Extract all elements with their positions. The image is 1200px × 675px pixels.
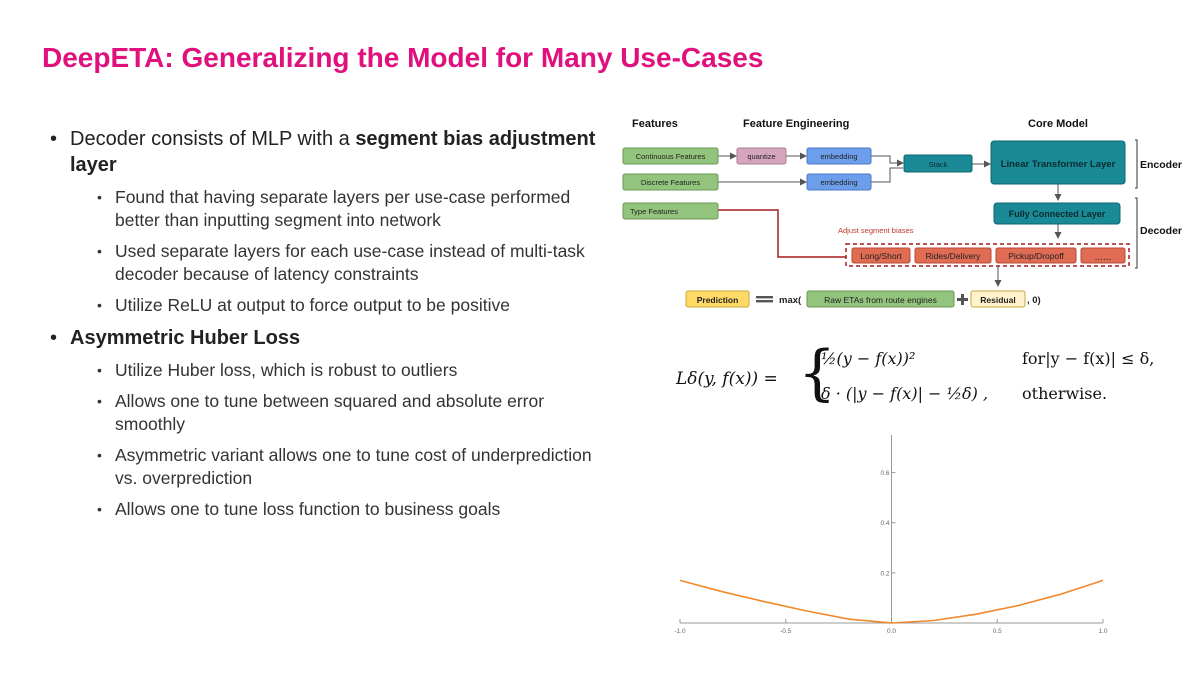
bullet-huber: • Asymmetric Huber Loss <box>50 325 610 351</box>
discrete-features-label: Discrete Features <box>641 178 700 187</box>
chart-ticks: -1.0 -0.5 0.0 0.5 1.0 0.2 0.4 0.6 <box>674 470 1107 635</box>
max-close: , 0) <box>1027 295 1041 306</box>
x-tick-label: -1.0 <box>674 628 686 635</box>
bullet-decoder: • Decoder consists of MLP with a segment… <box>50 126 610 178</box>
formula-lhs: Lδ(y, f(x)) = <box>676 369 778 389</box>
fully-connected-label: Fully Connected Layer <box>1009 209 1106 219</box>
segment-more: ...... <box>1080 247 1126 264</box>
x-tick-label: 1.0 <box>1098 628 1107 635</box>
slide-title: DeepETA: Generalizing the Model for Many… <box>42 42 764 73</box>
bullet-dot: • <box>50 128 58 150</box>
bullet-dot: • <box>97 243 102 259</box>
y-tick-label: 0.2 <box>880 570 889 577</box>
header-feature-engineering: Feature Engineering <box>743 118 849 130</box>
type-features-box: Type Features <box>622 202 719 220</box>
segment-label: ...... <box>1095 252 1112 263</box>
sub-bullet: • Allows one to tune between squared and… <box>50 390 610 436</box>
linear-transformer-box: Linear Transformer Layer <box>990 140 1126 185</box>
formula-case-2: δ · (|y − f(x)| − ½δ) , <box>821 384 989 403</box>
quantize-label: quantize <box>747 152 775 161</box>
continuous-features-box: Continuous Features <box>622 147 719 165</box>
segment-label: Long/Short <box>860 251 902 261</box>
embedding-label: embedding <box>820 178 857 187</box>
bullet-dot: • <box>97 447 102 463</box>
bullet-dot: • <box>97 189 102 205</box>
bullet-list: • Decoder consists of MLP with a segment… <box>50 126 610 529</box>
sub-bullet: • Found that having separate layers per … <box>50 186 610 232</box>
segment-label: Rides/Delivery <box>926 251 982 261</box>
quantize-box: quantize <box>736 147 787 165</box>
residual-box: Residual <box>970 290 1026 308</box>
segment-label: Pickup/Dropoff <box>1008 251 1064 261</box>
architecture-diagram: Features Feature Engineering Core Model … <box>622 118 1182 308</box>
type-features-label: Type Features <box>630 207 678 216</box>
chart-axes <box>680 435 1103 624</box>
sub-bullet-text: Utilize ReLU at output to force output t… <box>115 295 510 315</box>
huber-loss-chart: -1.0 -0.5 0.0 0.5 1.0 0.2 0.4 0.6 <box>674 435 1108 635</box>
sub-bullet: • Allows one to tune loss function to bu… <box>50 498 610 521</box>
embedding-box-2: embedding <box>806 173 872 191</box>
sub-bullet-text: Allows one to tune loss function to busi… <box>115 499 501 519</box>
bullet-dot: • <box>97 297 102 313</box>
raw-etas-label: Raw ETAs from route engines <box>824 295 937 305</box>
sub-bullet-text: Found that having separate layers per us… <box>115 187 571 230</box>
huber-loss-formula: Lδ(y, f(x)) = { ½(y − f(x))² for|y − f(x… <box>676 340 1186 420</box>
discrete-features-box: Discrete Features <box>622 173 719 191</box>
bullet-dot: • <box>97 362 102 378</box>
embedding-label: embedding <box>820 152 857 161</box>
formula-condition-1: for|y − f(x)| ≤ δ, <box>1022 349 1155 368</box>
embedding-box-1: embedding <box>806 147 872 165</box>
plus-sign <box>957 294 968 305</box>
sub-bullet: • Used separate layers for each use-case… <box>50 240 610 286</box>
sub-bullet: • Asymmetric variant allows one to tune … <box>50 444 610 490</box>
segment-caption: Adjust segment biases <box>838 226 914 235</box>
y-tick-label: 0.4 <box>880 520 889 527</box>
segment-group-outline <box>845 243 1130 267</box>
stack-label: Stack <box>929 160 948 169</box>
segment-long-short: Long/Short <box>851 247 911 264</box>
bullet-text: Decoder consists of MLP with a <box>70 128 356 150</box>
formula-brace: { <box>798 338 837 408</box>
x-tick-label: -0.5 <box>780 628 792 635</box>
header-core-model: Core Model <box>1028 118 1088 130</box>
segment-rides-delivery: Rides/Delivery <box>914 247 992 264</box>
series-line <box>679 579 1104 624</box>
sub-bullet-text: Allows one to tune between squared and a… <box>115 391 545 434</box>
formula-condition-2: otherwise. <box>1022 384 1108 403</box>
sub-bullet: • Utilize ReLU at output to force output… <box>50 294 610 317</box>
fully-connected-box: Fully Connected Layer <box>993 202 1121 225</box>
residual-label: Residual <box>980 295 1015 305</box>
equals-sign <box>756 296 773 303</box>
decoder-label: Decoder <box>1140 225 1182 237</box>
stack-box: Stack <box>903 154 973 173</box>
sub-bullet-text: Utilize Huber loss, which is robust to o… <box>115 360 458 380</box>
bullet-dot: • <box>97 501 102 517</box>
bullet-bold-text: segment bias adjustment layer <box>70 128 596 176</box>
prediction-box: Prediction <box>685 290 750 308</box>
linear-transformer-label: Linear Transformer Layer <box>1001 159 1116 170</box>
continuous-features-label: Continuous Features <box>636 152 706 161</box>
formula-case-1: ½(y − f(x))² <box>821 349 916 368</box>
encoder-label: Encoder <box>1140 159 1182 171</box>
x-tick-label: 0.0 <box>887 628 896 635</box>
bullet-bold-text: Asymmetric Huber Loss <box>70 327 301 349</box>
header-features: Features <box>632 118 678 130</box>
segment-pickup-dropoff: Pickup/Dropoff <box>995 247 1077 264</box>
max-open: max( <box>779 295 802 306</box>
bullet-dot: • <box>50 327 58 349</box>
prediction-label: Prediction <box>697 295 739 305</box>
sub-bullet-text: Asymmetric variant allows one to tune co… <box>115 445 592 488</box>
y-tick-label: 0.6 <box>880 470 889 477</box>
bullet-dot: • <box>97 393 102 409</box>
x-tick-label: 0.5 <box>993 628 1002 635</box>
raw-etas-box: Raw ETAs from route engines <box>806 290 955 308</box>
sub-bullet: • Utilize Huber loss, which is robust to… <box>50 359 610 382</box>
sub-bullet-text: Used separate layers for each use-case i… <box>115 241 585 284</box>
